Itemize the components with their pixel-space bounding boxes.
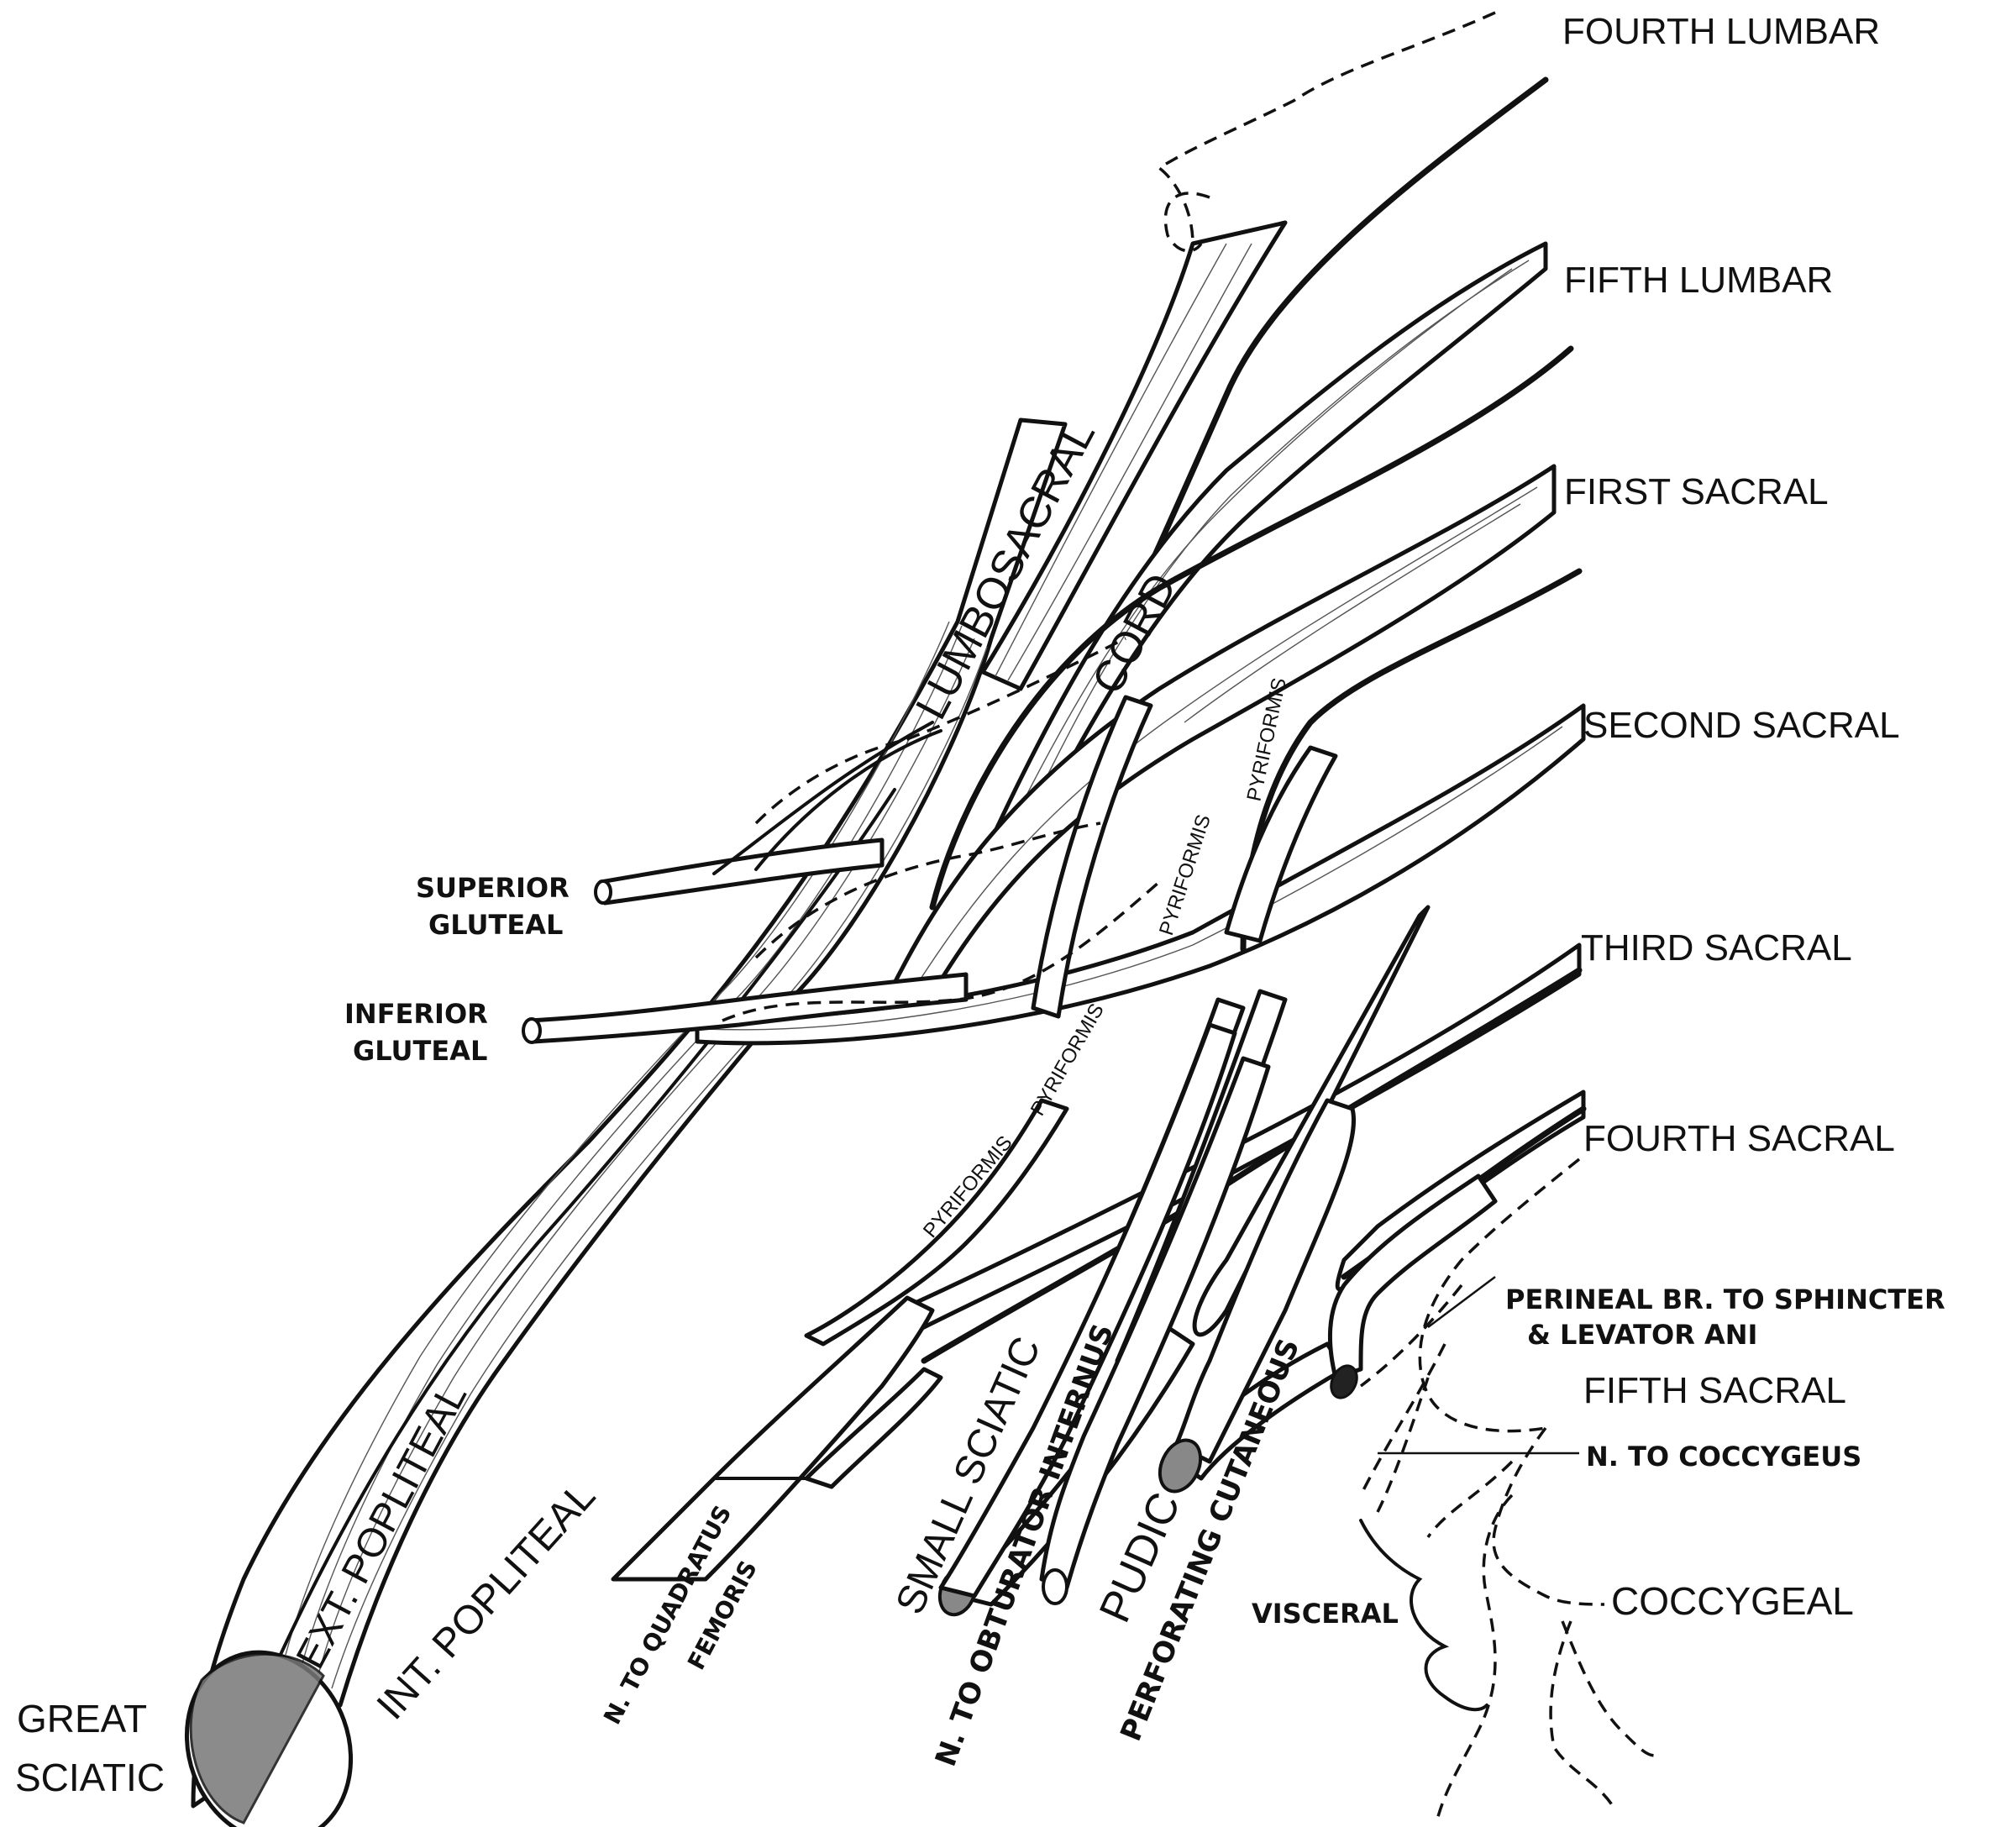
pyriformis-branches: [804, 695, 1338, 1347]
label-fourth-lumbar: FOURTH LUMBAR: [1562, 11, 1880, 52]
label-perineal-line1: PERINEAL BR. TO SPHINCTER: [1505, 1284, 1945, 1315]
first-sacral-root: [888, 345, 1574, 1011]
label-great-sciatic-1: GREAT: [17, 1697, 147, 1740]
leader-lines: [1378, 1276, 1579, 1455]
label-coccygeal: COCCYGEAL: [1611, 1579, 1854, 1623]
pudic-nerve: [1158, 1098, 1357, 1494]
trunk-hatching: [285, 621, 988, 1689]
perforating-cutaneous-nerve: [1328, 1173, 1498, 1399]
visceral-bracket: [1359, 1519, 1488, 1712]
label-first-sacral: FIRST SACRAL: [1564, 471, 1829, 512]
label-inferior-gluteal-1: INFERIOR: [344, 998, 488, 1030]
nerve-to-obturator-internus: [1039, 1056, 1271, 1605]
label-fifth-sacral: FIFTH SACRAL: [1583, 1370, 1846, 1411]
label-great-sciatic-2: SCIATIC: [15, 1756, 165, 1799]
label-second-sacral: SECOND SACRAL: [1583, 705, 1900, 746]
popliteal-divider: [267, 788, 896, 1682]
label-third-sacral: THIRD SACRAL: [1581, 927, 1852, 969]
great-sciatic-stipple: [189, 1652, 325, 1824]
label-fourth-sacral: FOURTH SACRAL: [1583, 1118, 1895, 1159]
label-pyriformis-2: PYRIFORMIS: [1155, 811, 1215, 937]
label-fifth-lumbar: FIFTH LUMBAR: [1564, 260, 1833, 301]
superior-gluteal-nerve: [594, 721, 942, 906]
label-superior-gluteal-2: GLUTEAL: [428, 909, 563, 941]
label-perineal-line2: & LEVATOR ANI: [1527, 1319, 1757, 1351]
label-visceral: VISCERAL: [1252, 1598, 1399, 1630]
label-inferior-gluteal-2: GLUTEAL: [353, 1035, 487, 1067]
nerve-to-quadratus-femoris: [611, 1295, 943, 1582]
label-n-to-coccygeus: N. TO COCCYGEUS: [1586, 1441, 1861, 1473]
label-superior-gluteal-1: SUPERIOR: [416, 872, 570, 904]
label-pyriformis-3: PYRIFORMIS: [1026, 1000, 1109, 1120]
lumbosacral-cord: [980, 220, 1288, 691]
pelvic-dashed-lines: [722, 637, 1656, 1824]
fourth-lumbar-dashed-continuation: [1156, 11, 1496, 244]
